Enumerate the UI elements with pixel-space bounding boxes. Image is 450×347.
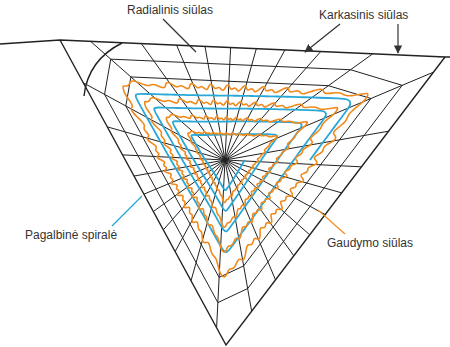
callout-label: Radialinis siūlas [126,3,214,17]
leader-line [112,196,142,226]
leader-line [318,210,345,234]
frame-line [60,40,445,345]
leader-line [305,24,340,52]
callout-label: Pagalbinė spiralė [24,228,118,242]
leader-line [397,24,398,53]
frame-ring [105,59,403,302]
capture-thread [188,131,277,202]
callout-label: Gaudymo siūlas [326,236,414,250]
anchor-arc [84,43,122,96]
leader-line [163,19,196,52]
capture-thread [145,98,338,252]
callout-label: Karkasinis siūlas [318,8,409,22]
